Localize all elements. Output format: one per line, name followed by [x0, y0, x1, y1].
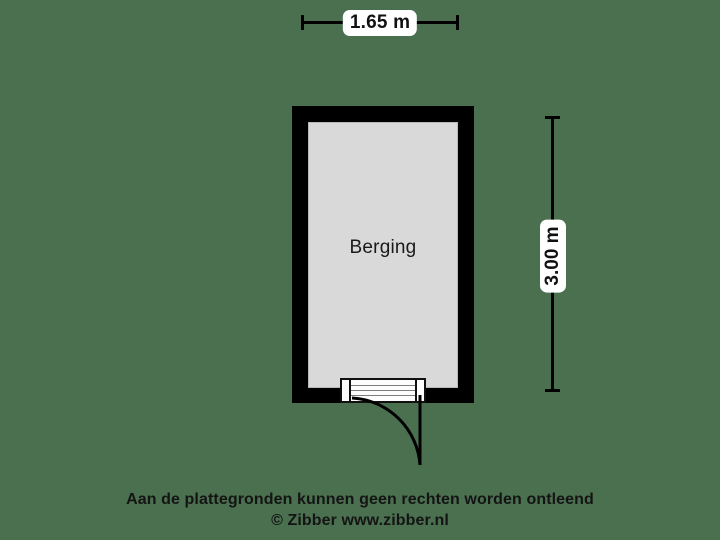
door-leaf [349, 380, 417, 401]
dimension-height: 3.00 m [540, 112, 566, 400]
dimension-width-cap-left [301, 15, 304, 30]
caption: Aan de plattegronden kunnen geen rechten… [0, 489, 720, 531]
caption-line-2: © Zibber www.zibber.nl [271, 512, 449, 529]
door-stripe [351, 385, 415, 386]
dimension-height-label: 3.00 m [540, 219, 566, 293]
room-berging: Berging [292, 106, 474, 403]
room-label: Berging [349, 237, 417, 258]
dimension-width: 1.65 m [300, 10, 460, 36]
door-swing-arc-icon [351, 395, 422, 466]
room-floor-area [308, 122, 458, 388]
door-stripe [351, 390, 415, 391]
door-threshold [340, 378, 426, 403]
dimension-width-label: 1.65 m [342, 10, 418, 36]
dimension-height-cap-bottom [545, 389, 560, 392]
door-stripe [351, 395, 415, 396]
caption-line-1: Aan de plattegronden kunnen geen rechten… [126, 491, 594, 508]
door-swing [330, 395, 440, 475]
dimension-width-cap-right [456, 15, 459, 30]
dimension-height-cap-top [545, 116, 560, 119]
